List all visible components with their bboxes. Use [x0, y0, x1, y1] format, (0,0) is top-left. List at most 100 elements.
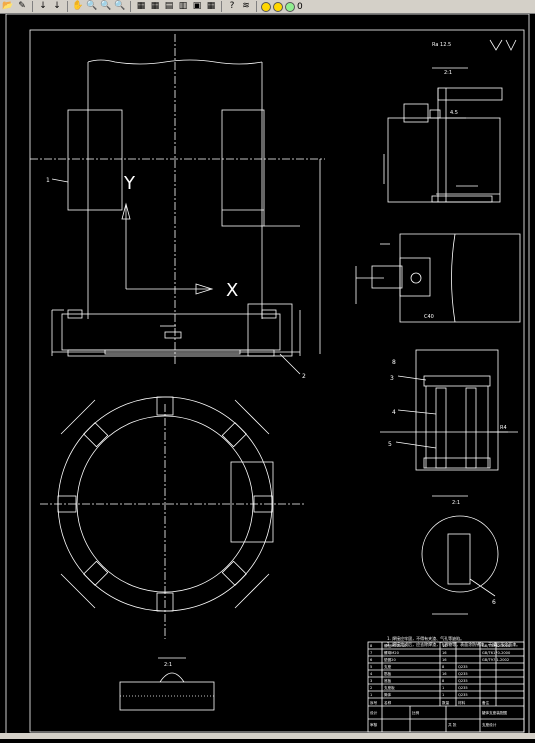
bom-cell: 支座 — [384, 664, 392, 669]
dimension-r: R4 — [500, 425, 507, 431]
sheet-set-icon[interactable]: ▥ — [178, 1, 188, 11]
bom-cell: 1 — [442, 686, 444, 690]
bom-cell: 垫圈20 — [384, 657, 396, 662]
note-line-1: 1. 焊接应牢固，不得有夹渣、气孔等缺陷。 — [387, 636, 465, 641]
detail-circle-view: 6 — [421, 515, 499, 615]
standard-toolbar: 📂✎↓↓✋🔍🔍🔍▦▦▤▥▣▦?≋0 — [0, 0, 535, 14]
title-block-designer-label: 设计 — [370, 710, 378, 715]
bom-cell: 筋板 — [384, 671, 392, 676]
title-block-scale-label: 比例 — [412, 710, 420, 715]
title-block-sheet-label: 共 张 — [448, 722, 457, 727]
undo-arrow-icon[interactable]: ↓ — [39, 1, 47, 11]
leader-1: 1 — [46, 177, 50, 184]
title-block-title-main: 罐体支座装配图 — [482, 710, 508, 715]
pan-hand-icon[interactable]: ✋ — [72, 1, 84, 11]
bom-cell: 支座板 — [384, 685, 395, 690]
toolbar-separator — [67, 1, 68, 12]
toolbar-separator — [130, 1, 131, 12]
tool-palette-icon[interactable]: ▤ — [164, 1, 174, 11]
ring-plan-view — [40, 396, 305, 639]
elevation-view: Y X 1 2 — [30, 34, 325, 380]
bom-header-cell: 材料 — [458, 700, 466, 705]
toolbar-separator — [32, 1, 33, 12]
leader-5: 5 — [388, 441, 392, 448]
axis-x-label: X — [226, 280, 238, 301]
bom-cell: 2 — [370, 686, 372, 690]
bom-cell: GB/T97.1-2002 — [482, 658, 509, 662]
bom-cell: 1 — [442, 693, 444, 697]
bom-cell: Q235 — [458, 686, 468, 690]
bom-cell: 8 — [442, 679, 445, 683]
bom-cell: GB/T6170-2000 — [482, 651, 511, 655]
dimension-c: C40 — [424, 314, 434, 320]
layer-name-value[interactable]: 0 — [297, 1, 303, 12]
open-folder-icon[interactable]: 📂 — [2, 1, 14, 11]
sheet-inner-border — [29, 29, 525, 733]
bom-table — [367, 641, 525, 733]
bom-cell: 6 — [370, 658, 373, 662]
bom-cell: GB/T5782-2000 — [482, 644, 511, 648]
detail-scale-3: 2:1 — [164, 662, 172, 668]
detail-lug-section: 8 3 4 5 R4 2:1 — [380, 349, 518, 506]
bom-cell: Q235 — [458, 679, 468, 683]
bom-cell: 底板 — [384, 678, 392, 683]
bom-header-cell: 名称 — [384, 700, 392, 705]
bom-cell: 5 — [370, 665, 372, 669]
technical-notes: 1. 焊接应牢固，不得有夹渣、气孔等缺陷。 2. 焊接完成后，应去除焊渣，飞溅物… — [387, 636, 520, 648]
bom-cell: 8 — [442, 665, 445, 669]
redo-arrow-icon[interactable]: ↓ — [53, 1, 61, 11]
bom-cell: 3 — [370, 679, 372, 683]
ring-lugs — [57, 396, 273, 612]
zoom-realtime-icon[interactable]: 🔍 — [86, 1, 98, 11]
title-block-checker-label: 审核 — [370, 722, 378, 727]
detail-weld-view: Ra 12.5 2:1 4.5 — [383, 39, 517, 203]
bom-cell: 7 — [370, 651, 372, 655]
bom-cell: Q235 — [458, 665, 468, 669]
cad-drawing: Y X 1 2 — [5, 13, 530, 735]
detail-scale-1: 2:1 — [444, 70, 452, 76]
bom-cell: 螺栓M20×50 — [384, 643, 407, 648]
layer-on-icon[interactable] — [261, 1, 271, 12]
bom-header-cell: 序号 — [370, 700, 378, 705]
calculator-icon[interactable]: ▦ — [206, 1, 216, 11]
bom-cell: Q235 — [458, 672, 468, 676]
drawing-canvas[interactable]: Y X 1 2 — [0, 13, 535, 739]
bom-cell: 8 — [370, 644, 373, 648]
bom-cell: 16 — [442, 658, 447, 662]
markup-icon[interactable]: ▣ — [192, 1, 202, 11]
bom-cell: 4 — [370, 672, 373, 676]
detail-weld-bottom: 2:1 — [119, 657, 215, 711]
detail-scale-2: 2:1 — [452, 500, 460, 506]
zoom-window-icon[interactable]: 🔍 — [100, 1, 112, 11]
bom-cell: 16 — [442, 672, 447, 676]
properties-icon[interactable]: ▦ — [136, 1, 146, 11]
note-line-2: 2. 焊接完成后，应去除焊渣，飞溅物等，表面涂防锈漆，干燥后再涂面漆。 — [387, 642, 521, 647]
detail-section-view: C40 — [355, 233, 521, 323]
bom-cell: Q235 — [458, 693, 468, 697]
leader-8: 8 — [392, 359, 396, 366]
bom-cell: 筒体 — [384, 692, 392, 697]
edit-pencil-icon[interactable]: ✎ — [18, 1, 26, 11]
toolbar-separator — [221, 1, 222, 12]
axis-y-label: Y — [123, 173, 136, 194]
roughness-top: Ra 12.5 — [432, 42, 451, 48]
bom-cell: 16 — [442, 651, 447, 655]
layer-manager-icon[interactable]: ≋ — [242, 1, 250, 11]
layer-freeze-icon[interactable] — [273, 1, 283, 12]
bom-header-cell: 备注 — [482, 700, 490, 705]
design-center-icon[interactable]: ▦ — [150, 1, 160, 11]
dimension-small: 4.5 — [450, 110, 458, 116]
leader-3: 3 — [390, 375, 394, 382]
toolbar-separator — [256, 1, 257, 12]
leader-2: 2 — [302, 373, 306, 380]
title-block-title-sub: 支座设计 — [482, 722, 497, 727]
status-strip — [0, 733, 535, 739]
leader-4: 4 — [392, 409, 396, 416]
zoom-previous-icon[interactable]: 🔍 — [114, 1, 126, 11]
sheet-outer-border — [5, 13, 530, 735]
bom-header-cell: 数量 — [442, 700, 450, 705]
layer-lock-icon[interactable] — [285, 1, 295, 12]
bom-cell: 1 — [370, 693, 372, 697]
help-icon[interactable]: ? — [229, 1, 235, 11]
bom-cell: 螺母M20 — [384, 650, 400, 655]
